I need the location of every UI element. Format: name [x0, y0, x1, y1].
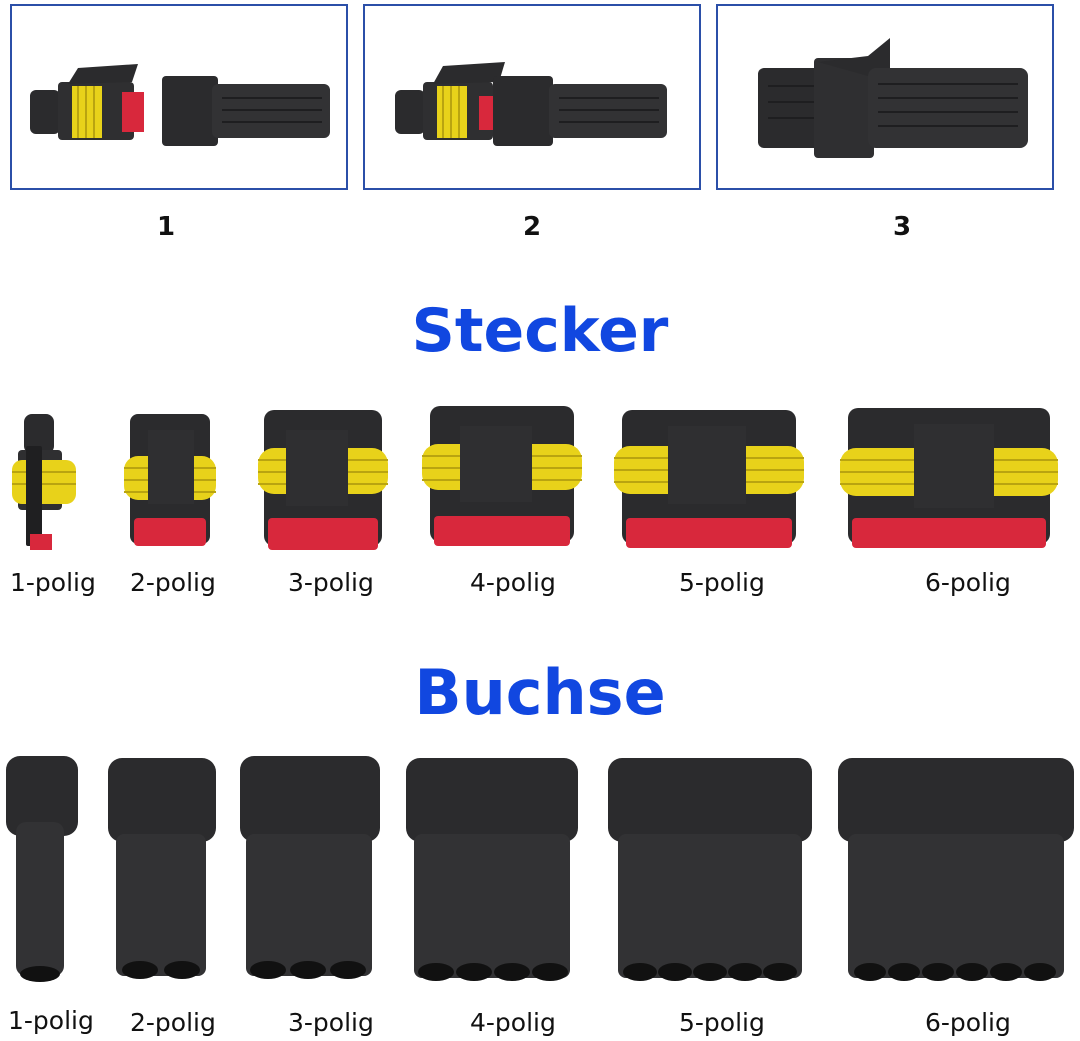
stecker-label-5: 5-polig [679, 568, 765, 597]
buchse-label-3: 3-polig [288, 1008, 374, 1037]
stecker-6pin-image [840, 408, 1058, 548]
stecker-4pin-image [422, 406, 582, 546]
buchse-label-6: 6-polig [925, 1008, 1011, 1037]
buchse-5pin-image [608, 758, 812, 981]
stecker-5pin-image [614, 410, 804, 548]
stecker-label-6: 6-polig [925, 568, 1011, 597]
step-number-1: 1 [156, 212, 176, 242]
buchse-2pin-image [108, 758, 216, 979]
stecker-label-2: 2-polig [130, 568, 216, 597]
stecker-3pin-image [258, 410, 388, 550]
buchse-label-5: 5-polig [679, 1008, 765, 1037]
step-2-image [395, 62, 667, 146]
buchse-label-4: 4-polig [470, 1008, 556, 1037]
stecker-2pin-image [124, 414, 216, 546]
buchse-4pin-image [406, 758, 578, 981]
buchse-3pin-image [240, 756, 380, 979]
buchse-heading: Buchse [414, 656, 666, 729]
buchse-label-2: 2-polig [130, 1008, 216, 1037]
step-number-2: 2 [522, 212, 542, 242]
stecker-heading: Stecker [411, 296, 669, 366]
stecker-label-1: 1-polig [10, 568, 96, 597]
stecker-1pin-image [12, 414, 76, 550]
stecker-label-4: 4-polig [470, 568, 556, 597]
buchse-label-1: 1-polig [8, 1006, 94, 1035]
step-3-image [758, 38, 1028, 158]
step-1-frame [10, 4, 348, 190]
step-1-image [30, 64, 330, 146]
step-number-3: 3 [892, 212, 912, 242]
buchse-6pin-image [838, 758, 1074, 981]
stecker-label-3: 3-polig [288, 568, 374, 597]
step-2-frame [363, 4, 701, 190]
buchse-1pin-image [6, 756, 78, 982]
step-3-frame [716, 4, 1054, 190]
